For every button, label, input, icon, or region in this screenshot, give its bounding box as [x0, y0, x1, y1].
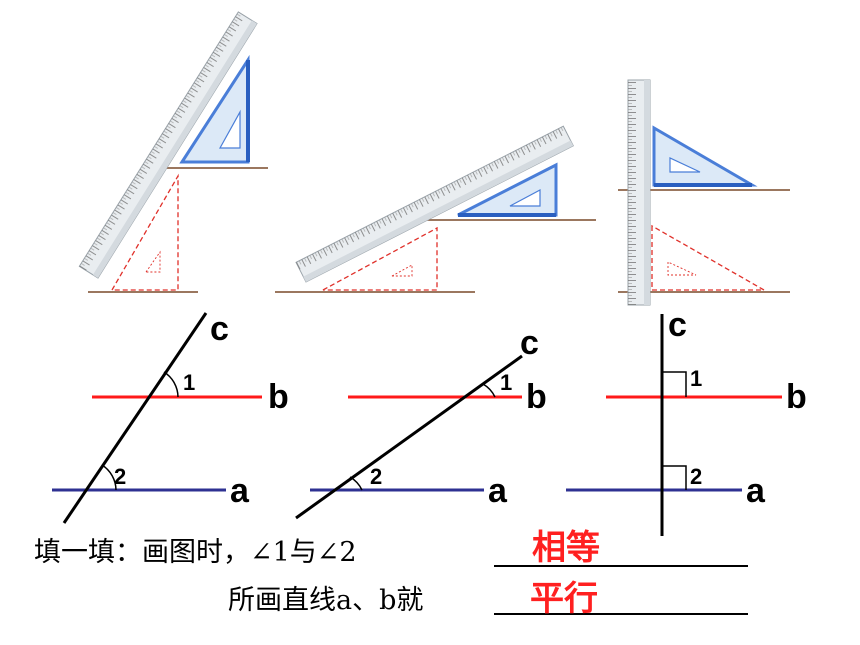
photo-3	[618, 79, 790, 306]
angle-arc-2	[101, 464, 117, 491]
label-c: c	[210, 310, 229, 348]
angle-label-1: 1	[690, 366, 702, 391]
label-c: c	[668, 306, 687, 344]
transversal-c	[295, 354, 523, 520]
label-a: a	[746, 472, 766, 510]
ruler	[627, 79, 651, 306]
diagram-3: c b a 1 2	[566, 306, 807, 536]
answer-1: 相等	[532, 528, 600, 568]
label-b: b	[526, 378, 547, 416]
angle-label-2: 2	[370, 464, 382, 489]
diagram-1: c b a 1 2	[52, 310, 289, 524]
answer-blank-1	[494, 565, 748, 567]
label-b: b	[268, 378, 289, 416]
angle-arc-1	[482, 383, 496, 398]
answer-2: 平行	[530, 579, 598, 619]
right-angle-mark-1	[662, 371, 687, 397]
set-square-solid	[457, 162, 558, 217]
label-a: a	[230, 472, 250, 510]
label-a: a	[488, 472, 508, 510]
label-c: c	[520, 324, 539, 362]
photo-2	[275, 125, 596, 293]
caption-line-1-prompt: 填一填：画图时，∠1与∠2	[34, 537, 357, 568]
answer-blank-2	[494, 613, 748, 615]
right-angle-mark-2	[662, 465, 687, 490]
angle-arc-2	[349, 476, 363, 491]
set-square-solid	[179, 54, 250, 164]
set-square-dashed	[322, 226, 438, 291]
set-square-solid	[652, 125, 758, 187]
angle-label-1: 1	[183, 370, 195, 395]
transversal-c	[62, 312, 208, 524]
set-square-dashed	[110, 173, 179, 291]
angle-arc-1	[163, 371, 179, 398]
set-square-dashed	[651, 224, 767, 291]
angle-label-1: 1	[500, 370, 512, 395]
caption-line-2-prompt: 所画直线a、b就	[228, 585, 424, 616]
label-b: b	[786, 378, 807, 416]
ruler	[295, 125, 574, 283]
diagram-2: c b a 1 2	[295, 324, 547, 520]
angle-label-2: 2	[114, 464, 126, 489]
photo-1	[78, 11, 268, 293]
angle-label-2: 2	[690, 464, 702, 489]
ruler	[78, 11, 258, 279]
